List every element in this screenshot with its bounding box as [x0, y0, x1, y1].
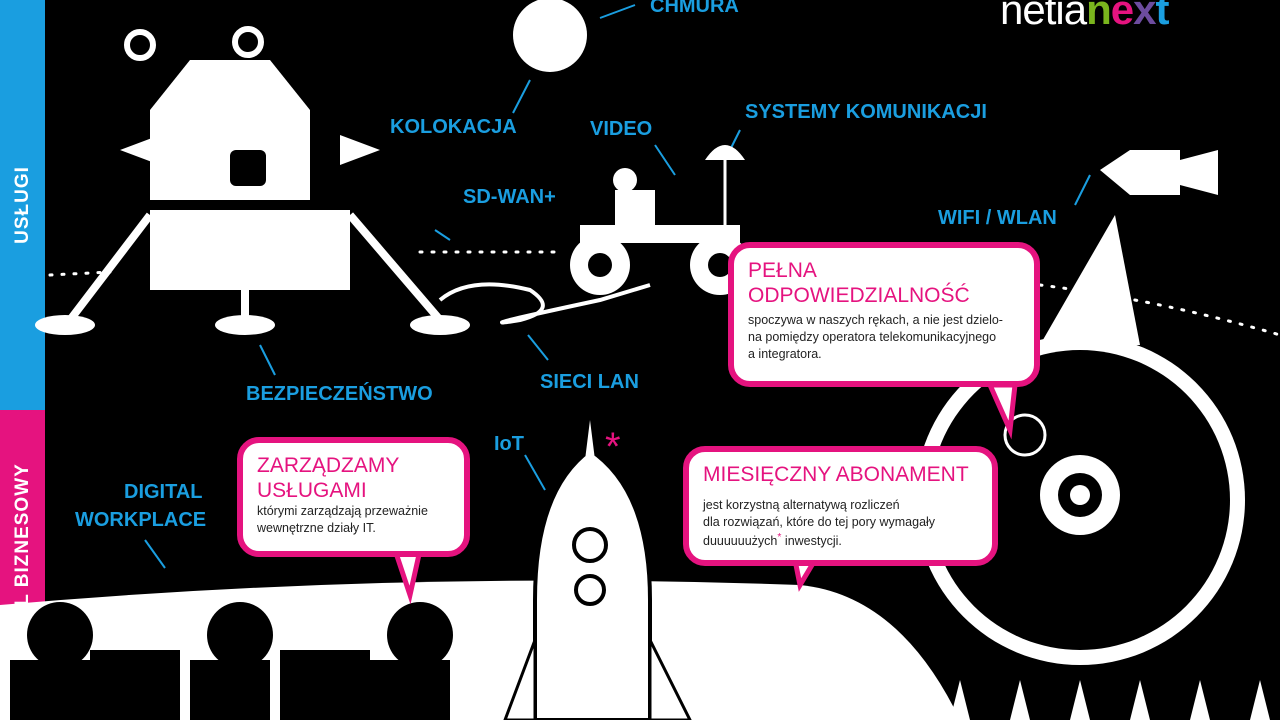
asterisk-mark: * [605, 425, 621, 469]
bubble-title: ZARZĄDZAMY [257, 454, 400, 477]
label-bezpieczenstwo: BEZPIECZEŃSTWO [246, 383, 433, 405]
lan-cable [438, 282, 651, 325]
spikes [770, 680, 1270, 720]
shuttle-icon [745, 600, 805, 650]
bubble-pelna-odpowiedzialnosc: PEŁNA ODPOWIEDZIALNOŚĆ spoczywa w naszyc… [728, 242, 1040, 387]
rocket-icon [503, 420, 692, 720]
bubble-title: USŁUGAMI [257, 479, 367, 503]
bubble-title: MIESIĘCZNY ABONAMENT [703, 463, 969, 486]
moon-icon [513, 0, 587, 72]
label-sd-wan: SD-WAN+ [463, 186, 556, 208]
label-wifi-wlan: WIFI / WLAN [938, 207, 1057, 229]
bubble-miesieczny-abonament: MIESIĘCZNY ABONAMENT jest korzystną alte… [683, 446, 998, 566]
bubble-title: PEŁNA [748, 259, 817, 282]
label-systemy-komunikacji: SYSTEMY KOMUNIKACJI [745, 101, 987, 123]
bubble-title: ODPOWIEDZIALNOŚĆ [748, 284, 970, 308]
label-video: VIDEO [590, 118, 653, 140]
label-iot: IoT [494, 433, 524, 455]
label-workplace: WORKPLACE [75, 509, 207, 531]
horizon-dots [48, 250, 1280, 337]
workers-icon [10, 602, 453, 720]
space-capsule-icon [1040, 150, 1218, 345]
netianext-logo: netianext [1000, 0, 1169, 33]
sidebar-uslugi: USŁUGI [0, 0, 45, 410]
label-chmura: CHMURA [650, 0, 739, 17]
lunar-lander-icon [35, 26, 470, 335]
bubble-zarzadzamy: ZARZĄDZAMY USŁUGAMI którymi zarządzają p… [237, 437, 470, 557]
label-digital: DIGITAL [124, 481, 203, 503]
lunar-rover-icon [570, 145, 750, 295]
label-sieci-lan: SIECI LAN [540, 371, 639, 393]
label-kolokacja: KOLOKACJA [390, 116, 517, 138]
